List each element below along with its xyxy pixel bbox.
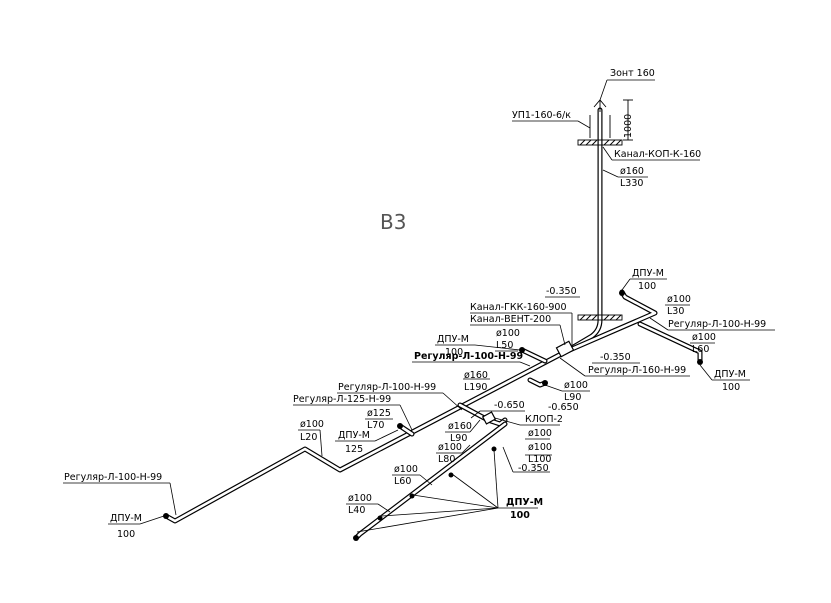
label-riser-dia: ø160 [620, 166, 644, 177]
label-dpu-right-top-val: 100 [638, 281, 656, 292]
label-kanal-vent: Канал-ВЕНТ-200 [470, 314, 551, 325]
label-dpu-bottom-val: 100 [510, 510, 530, 521]
label-dpu-right-bot-val: 100 [722, 382, 740, 393]
label-right-dia2: ø100 [692, 332, 716, 343]
label-up1: УП1-160-6/к [512, 110, 571, 121]
label-dpu-bottom: ДПУ-М [506, 497, 543, 508]
label-k-dia: ø160 [448, 421, 472, 432]
label-left-dia: ø100 [300, 419, 324, 430]
label-dpu-far-left: ДПУ-М [110, 513, 142, 524]
label-elev-top: -0.350 [546, 286, 577, 297]
riser-fittings [481, 99, 633, 425]
label-riser-len: L330 [620, 178, 643, 189]
label-elev-650: -0.650 [494, 400, 525, 411]
label-kanal-kop: Канал-КОП-К-160 [614, 149, 701, 160]
label-umbrella: Зонт 160 [610, 68, 655, 79]
label-b-len2: L60 [394, 476, 411, 487]
label-right-len1: L30 [667, 306, 684, 317]
label-dpu-right-top: ДПУ-М [632, 268, 664, 279]
duct-network [163, 107, 703, 541]
label-left-len: L20 [300, 432, 317, 443]
label-dpu-right-bot: ДПУ-М [714, 369, 746, 380]
label-b-dia3: ø100 [348, 493, 372, 504]
label-dpu-left-top-val: 100 [445, 347, 463, 358]
label-reg-125: Регуляр-Л-125-Н-99 [293, 394, 391, 405]
label-elev-bot: -0.350 [518, 463, 549, 474]
label-k-len3: L100 [528, 454, 551, 465]
label-elev-mid2: -0.650 [548, 402, 579, 413]
label-l70: L70 [367, 420, 384, 431]
label-k-len: L90 [450, 433, 467, 444]
label-k-dia2: ø100 [528, 428, 552, 439]
label-b-len3: L40 [348, 505, 365, 516]
label-reg-160: Регуляр-Л-160-Н-99 [588, 365, 686, 376]
label-reg-left1: Регуляр-Л-100-Н-99 [338, 382, 436, 393]
label-reg-right1: Регуляр-Л-100-Н-99 [668, 319, 766, 330]
label-b-dia1: ø100 [438, 442, 462, 453]
label-mid-len: L90 [564, 392, 581, 403]
label-mid-dia: ø100 [564, 380, 588, 391]
label-kanal-gkk: Канал-ГКК-160-900 [470, 302, 567, 313]
label-b-len1: L80 [438, 454, 455, 465]
label-main-len: L190 [464, 382, 487, 393]
label-elev-mid: -0.350 [600, 352, 631, 363]
label-lt-len: L50 [496, 340, 513, 351]
label-main-dia: ø160 [464, 370, 488, 381]
leader-lines [63, 79, 775, 533]
label-dpu-125-val: 125 [345, 444, 363, 455]
annotation-labels: Зонт 160 УП1-160-6/к 1000 Канал-КОП-К-16… [64, 68, 766, 540]
label-height-dim: 1000 [623, 114, 634, 138]
label-d125: ø125 [367, 408, 391, 419]
label-dpu-left-top: ДПУ-М [437, 334, 469, 345]
system-title: В3 [380, 210, 406, 234]
label-klop: КЛОП-2 [525, 414, 563, 425]
label-right-len2: L60 [692, 344, 709, 355]
label-b-dia2: ø100 [394, 464, 418, 475]
label-right-dia1: ø100 [667, 294, 691, 305]
label-reg-far-left: Регуляр-Л-100-Н-99 [64, 472, 162, 483]
label-dpu-far-left-val: 100 [117, 529, 135, 540]
label-k-dia3: ø100 [528, 442, 552, 453]
label-dpu-125: ДПУ-М [338, 430, 370, 441]
label-reg-bold: Регуляр-Л-100-Н-99 [414, 351, 523, 362]
label-lt-dia: ø100 [496, 328, 520, 339]
